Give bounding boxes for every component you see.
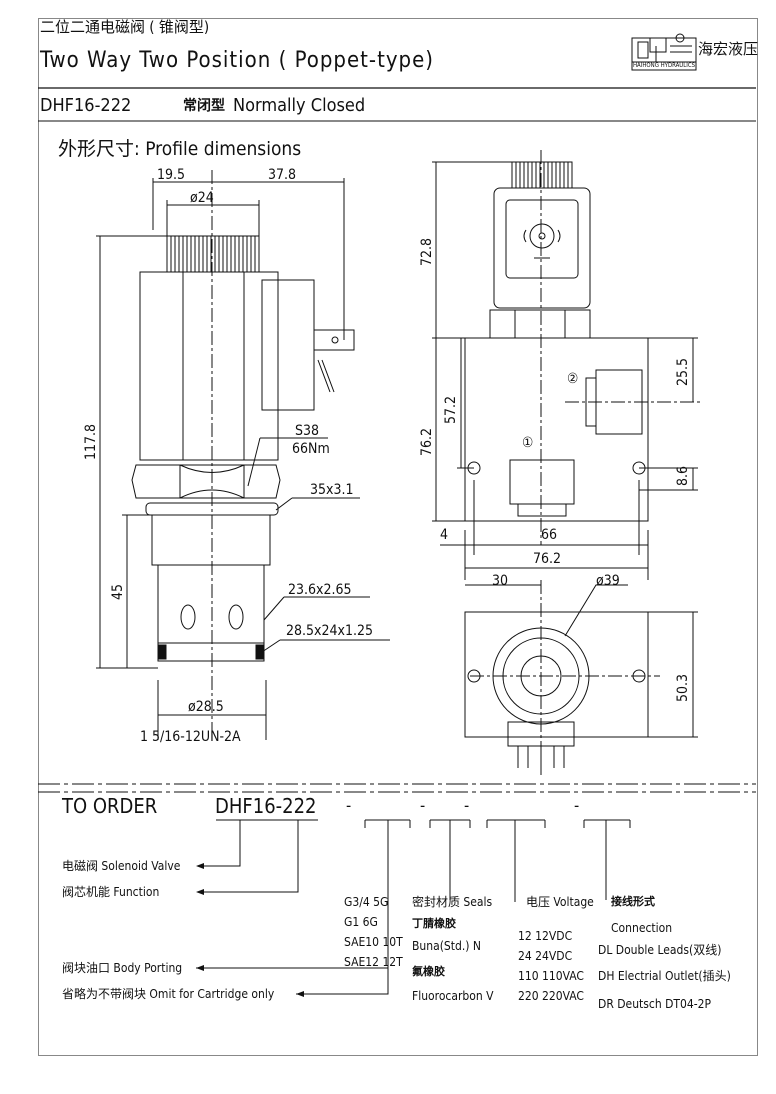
seal-fluoro-cn: 氟橡胶 bbox=[412, 965, 445, 978]
omit-label: 省略为不带阀块 Omit for Cartridge only bbox=[62, 987, 275, 1001]
port-hole-2 bbox=[228, 604, 244, 630]
dim-45: 45 bbox=[110, 583, 126, 600]
knurled-cap bbox=[166, 235, 260, 273]
seal-fluoro: Fluorocarbon V bbox=[412, 989, 494, 1003]
order-dash-3: - bbox=[464, 796, 470, 815]
connection-option-3: DR Deutsch DT04-2P bbox=[598, 997, 712, 1011]
body-porting-label: 阀块油口 Body Porting bbox=[62, 961, 183, 975]
dim-37-8: 37.8 bbox=[268, 167, 297, 183]
model-type-en: Normally Closed bbox=[233, 95, 366, 116]
dim-35x3-1: 35x3.1 bbox=[310, 482, 354, 498]
port-option-3: SAE10 10T bbox=[344, 935, 403, 949]
profile-label: 外形尺寸: Profile dimensions bbox=[58, 138, 302, 160]
model-type-cn: 常闭型 bbox=[183, 98, 225, 114]
seal-buna: Buna(Std.) N bbox=[412, 939, 482, 953]
o-ring-groove bbox=[157, 642, 265, 662]
title-en: Two Way Two Position ( Poppet-type) bbox=[40, 48, 435, 73]
coil-body bbox=[139, 271, 279, 461]
dim-28-5x24x1-25: 28.5x24x1.25 bbox=[286, 623, 373, 639]
logo-cn: 海宏液压 bbox=[698, 40, 759, 58]
dim-117-8: 117.8 bbox=[83, 423, 99, 460]
dim-66nm: 66Nm bbox=[292, 441, 330, 457]
dim-4: 4 bbox=[440, 527, 449, 543]
order-dash-1: - bbox=[346, 796, 352, 815]
valve-block bbox=[464, 337, 649, 522]
logo-text: HAIHONG HYDRAULICS bbox=[633, 62, 696, 69]
port-1-fitting bbox=[509, 459, 575, 505]
hex-nut bbox=[131, 464, 281, 499]
port-hole-1 bbox=[180, 604, 196, 630]
dim-66: 66 bbox=[541, 527, 558, 543]
connection-title: Connection bbox=[611, 921, 673, 935]
voltage-option-3: 110 110VAC bbox=[518, 969, 584, 983]
seals-title: 密封材质 Seals bbox=[412, 895, 493, 909]
dim-76-2-vertical: 76.2 bbox=[419, 427, 435, 456]
dim-76-2-horizontal: 76.2 bbox=[533, 551, 562, 567]
thread-spec: 1 5/16-12UN-2A bbox=[140, 729, 241, 745]
dim-39: ø39 bbox=[596, 573, 620, 589]
voltage-title: 电压 Voltage bbox=[526, 895, 594, 909]
dim-s38: S38 bbox=[295, 423, 320, 439]
port-option-4: SAE12 12T bbox=[344, 955, 403, 969]
dim-57-2: 57.2 bbox=[443, 395, 459, 424]
port-option-2: G1 6G bbox=[344, 915, 378, 929]
company-logo: HAIHONG HYDRAULICS 海宏液压 bbox=[630, 32, 759, 74]
bottom-view-block bbox=[464, 611, 649, 738]
dim-8-6: 8.6 bbox=[675, 465, 691, 486]
port-option-1: G3/4 5G bbox=[344, 895, 389, 909]
dim-72-8: 72.8 bbox=[419, 237, 435, 266]
order-dash-4: - bbox=[574, 796, 580, 815]
model-code: DHF16-222 bbox=[40, 95, 132, 116]
dim-28-5: ø28.5 bbox=[188, 699, 224, 715]
seal-buna-cn: 丁腈橡胶 bbox=[412, 917, 456, 930]
dim-30: 30 bbox=[492, 573, 509, 589]
page-frame bbox=[38, 18, 758, 1056]
dim-23-6x2-65: 23.6x2.65 bbox=[288, 582, 352, 598]
dim-50-3: 50.3 bbox=[675, 673, 691, 702]
title-cn: 二位二通电磁阀 ( 锥阀型) bbox=[40, 18, 210, 36]
dim-25-5: 25.5 bbox=[675, 357, 691, 386]
order-label: TO ORDER bbox=[62, 794, 158, 818]
voltage-option-2: 24 24VDC bbox=[518, 949, 573, 963]
right-connector bbox=[493, 187, 591, 309]
voltage-option-1: 12 12VDC bbox=[518, 929, 573, 943]
connection-option-1: DL Double Leads(双线) bbox=[598, 943, 722, 957]
connection-option-2: DH Electrial Outlet(插头) bbox=[598, 969, 731, 983]
knurl-lines bbox=[170, 236, 256, 272]
right-nut bbox=[489, 309, 591, 339]
order-dash-2: - bbox=[420, 796, 426, 815]
connection-title-cn: 接线形式 bbox=[611, 895, 655, 908]
port-2-label: ② bbox=[567, 371, 579, 387]
right-knurl bbox=[511, 161, 573, 189]
order-code: DHF16-222 bbox=[215, 794, 317, 818]
function-label: 阀芯机能 Function bbox=[62, 885, 160, 899]
connector-box bbox=[261, 279, 315, 411]
voltage-option-4: 220 220VAC bbox=[518, 989, 584, 1003]
dim-24: ø24 bbox=[190, 190, 214, 206]
dim-19-5: 19.5 bbox=[157, 167, 186, 183]
port-1-label: ① bbox=[522, 435, 534, 451]
solenoid-label: 电磁阀 Solenoid Valve bbox=[62, 859, 181, 873]
